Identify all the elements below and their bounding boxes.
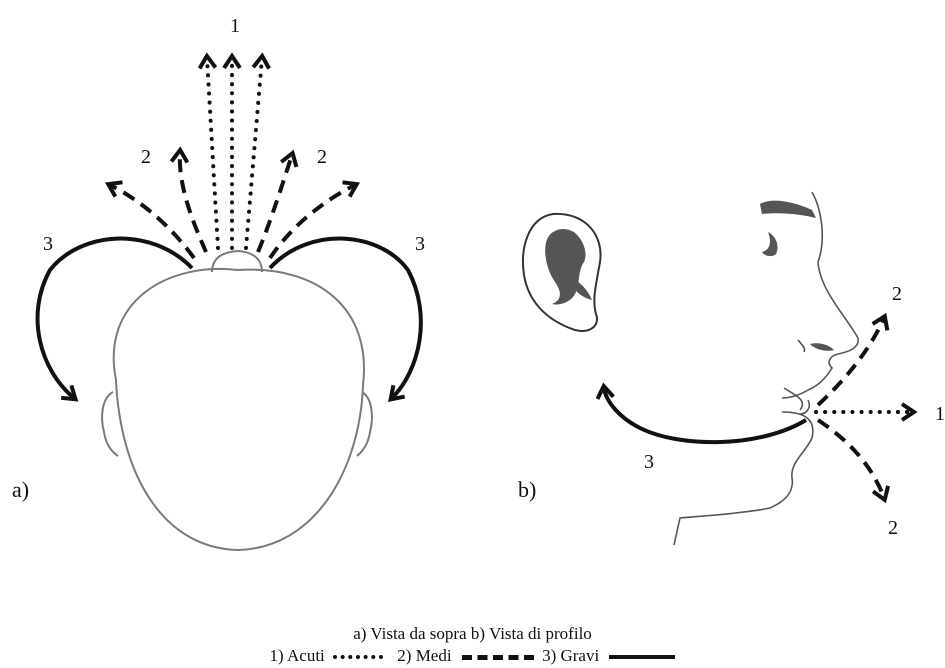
eyebrow-eye <box>760 201 834 351</box>
head-top-outline <box>102 251 372 550</box>
legend-label-acuti: 1) Acuti <box>270 646 325 665</box>
medium-arrows-profile <box>818 318 884 498</box>
panel-a-top-view: 1 2 2 3 3 a) <box>12 15 425 550</box>
face-profile-outline <box>674 192 858 545</box>
acute-arrows-top <box>207 58 262 248</box>
label-grave-number-profile: 3 <box>644 451 654 473</box>
legend: 1) Acuti 2) Medi 3) Gravi <box>0 646 945 666</box>
legend-swatch-dashed <box>462 655 534 660</box>
legend-label-medi: 2) Medi <box>397 646 451 665</box>
legend-swatch-dotted <box>333 655 383 659</box>
panel-a-label: a) <box>12 477 29 502</box>
panel-b-profile-view: 2 1 2 3 b) <box>518 192 945 545</box>
caption-views: a) Vista da sopra b) Vista di profilo <box>0 624 945 644</box>
label-acute-number-profile: 1 <box>935 403 945 425</box>
ear-drawing <box>523 214 601 331</box>
panel-b-label: b) <box>518 477 536 502</box>
label-medium-number-down: 2 <box>888 517 898 539</box>
label-grave-number-left: 3 <box>43 233 53 255</box>
label-medium-number-left: 2 <box>141 146 151 168</box>
diagram-canvas: 1 2 2 3 3 a) <box>0 0 945 620</box>
label-acute-number: 1 <box>230 15 240 37</box>
label-grave-number-right: 3 <box>415 233 425 255</box>
legend-swatch-solid <box>609 655 675 659</box>
legend-label-gravi: 3) Gravi <box>542 646 599 665</box>
label-medium-number-right: 2 <box>317 146 327 168</box>
grave-arrow-profile <box>604 388 806 442</box>
label-medium-number-up: 2 <box>892 283 902 305</box>
